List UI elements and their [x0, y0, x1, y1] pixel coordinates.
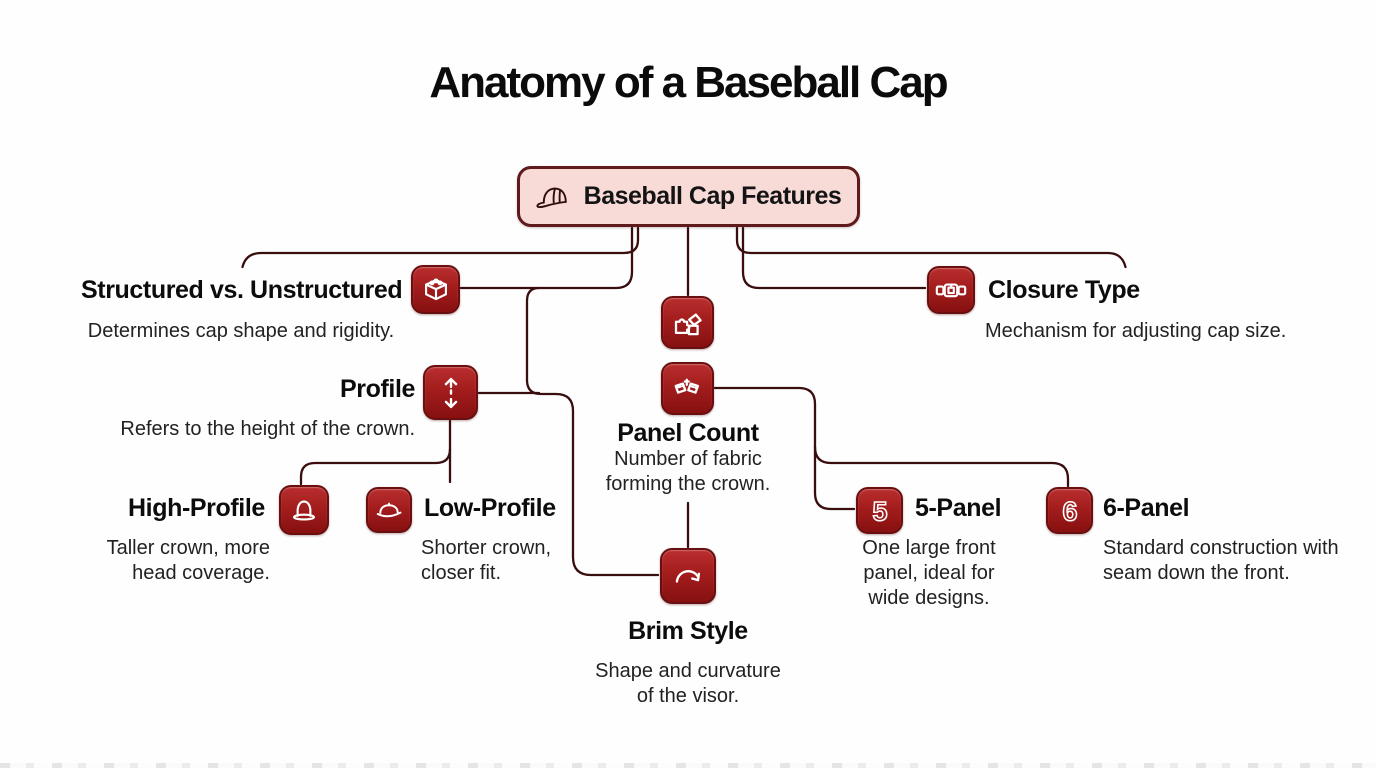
- branch-brim-label: Brim Style: [628, 617, 748, 645]
- connector-root-to-structured-icon: [459, 226, 634, 290]
- connector-root-to-structured-label: [241, 226, 640, 269]
- child-low-profile-label: Low-Profile: [424, 494, 556, 522]
- branch-panel-count-label: Panel Count: [617, 419, 759, 447]
- numeral-6-glyph: 6: [1062, 496, 1077, 526]
- brick-icon: [411, 265, 460, 314]
- flat-cap-icon: [366, 487, 412, 533]
- connector-root-to-closure-label: [735, 226, 1127, 269]
- connector-panel-to-six: [813, 445, 1070, 488]
- branch-panel-count-desc: Number of fabric forming the crown.: [605, 448, 771, 495]
- branch-profile-desc: Refers to the height of the crown.: [120, 418, 415, 440]
- branch-brim-desc: Shape and curvature of the visor.: [595, 660, 781, 707]
- root-node: Baseball Cap Features: [517, 166, 860, 227]
- bottom-edge-artifact: [0, 763, 1376, 768]
- child-six-panel-label: 6-Panel: [1103, 494, 1190, 522]
- vertical-arrows-icon: [423, 365, 478, 420]
- connector-root-to-closure-icon: [741, 226, 927, 290]
- branch-structured-desc: Determines cap shape and rigidity.: [87, 320, 395, 342]
- branch-closure-desc: Mechanism for adjusting cap size.: [985, 320, 1287, 342]
- child-five-panel-label: 5-Panel: [915, 494, 1002, 522]
- child-low-profile-desc: Shorter crown, closer fit.: [421, 537, 552, 584]
- child-high-profile-desc: Taller crown, more head coverage.: [106, 537, 270, 584]
- branch-structured-label: Structured vs. Unstructured: [81, 276, 403, 304]
- child-six-panel-desc: Standard construction with seam down the…: [1103, 537, 1339, 584]
- branch-closure-label: Closure Type: [988, 276, 1140, 304]
- branch-profile-label: Profile: [340, 375, 415, 403]
- fabric-panels-icon: [661, 362, 714, 415]
- numeral-5-glyph: 5: [872, 496, 887, 526]
- diagram-title: Anatomy of a Baseball Cap: [429, 58, 948, 107]
- tall-hat-icon: [279, 485, 329, 535]
- child-high-profile-label: High-Profile: [128, 494, 265, 522]
- connector-profile-to-high: [299, 447, 452, 486]
- strap-buckle-icon: [927, 266, 975, 314]
- connector-structured-branch-to-brim: [525, 286, 660, 577]
- baseball-cap-icon: [536, 187, 567, 208]
- root-node-label: Baseball Cap Features: [583, 182, 842, 210]
- numeral-5-icon: 5: [856, 487, 903, 534]
- numeral-6-icon: 6: [1046, 487, 1093, 534]
- child-five-panel-desc: One large front panel, ideal for wide de…: [862, 537, 996, 609]
- curved-arrow-icon: [660, 548, 716, 604]
- puzzle-icon: [661, 296, 714, 349]
